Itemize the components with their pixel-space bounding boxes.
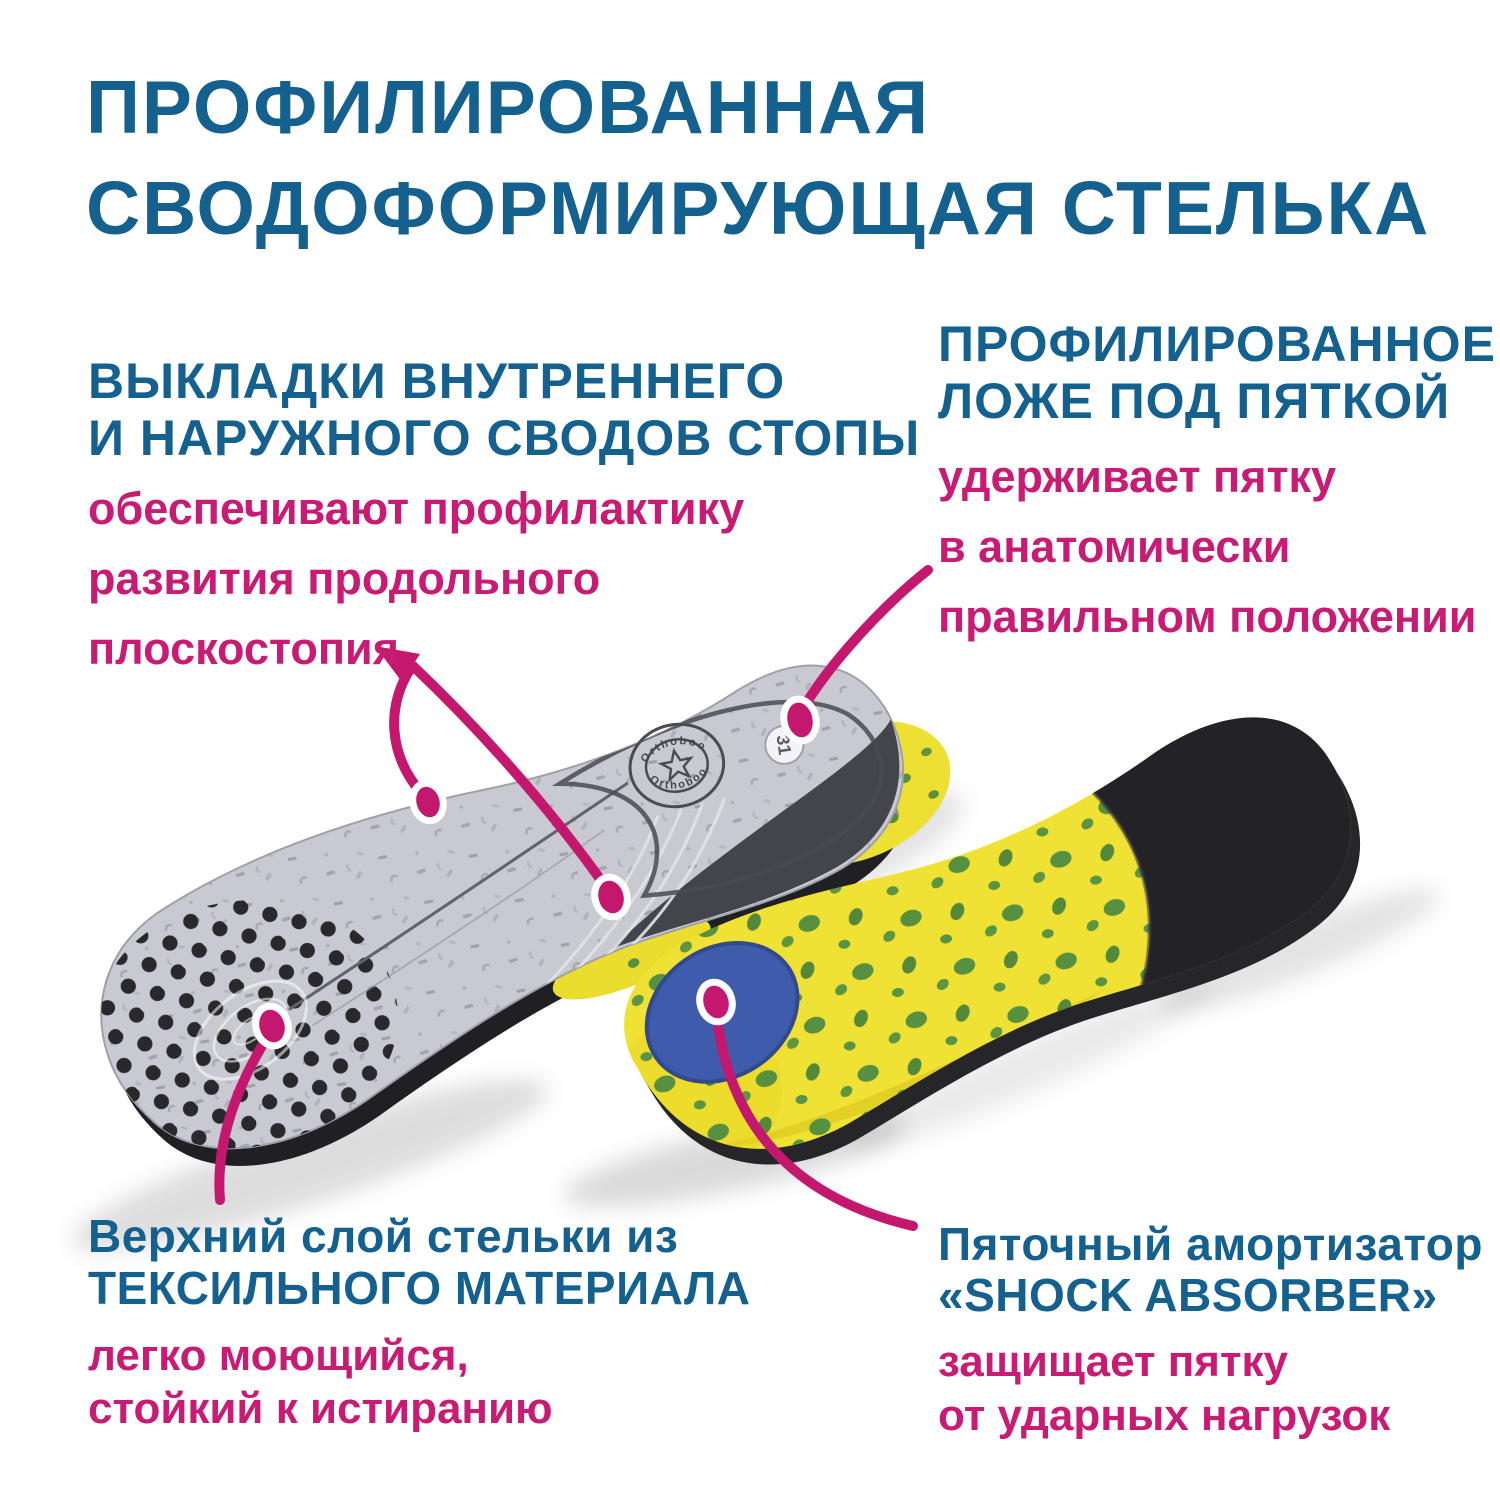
top-layer-desc-line-1: легко моющийся, bbox=[88, 1331, 469, 1380]
main-title-line-1: ПРОФИЛИРОВАННАЯ bbox=[86, 65, 931, 149]
heel-bed-heading-line-1: ПРОФИЛИРОВАННОЕ bbox=[938, 316, 1496, 372]
top-layer-desc-line-2: стойкий к истиранию bbox=[88, 1384, 553, 1433]
arch-pads-heading-line-1: ВЫКЛАДКИ ВНУТРЕННЕГО bbox=[88, 353, 786, 409]
callout-dot-arch-outer bbox=[591, 873, 631, 921]
stamp-star-icon bbox=[657, 747, 694, 783]
shock-absorber-desc-line-2: от ударных нагрузок bbox=[938, 1391, 1391, 1440]
shock-absorber-heading-line-2: «SHOCK ABSORBER» bbox=[938, 1269, 1438, 1321]
callout-dot-heel-bed bbox=[780, 695, 820, 745]
callout-line-arch-inner bbox=[389, 663, 433, 805]
arch-pads-desc-line-2: развития продольного bbox=[88, 553, 601, 604]
callout-dots bbox=[252, 695, 820, 1050]
callout-line-arch-outer bbox=[408, 661, 615, 898]
heel-bed-desc-line-2: в анатомически bbox=[938, 521, 1291, 572]
arrow-head-icon bbox=[375, 646, 420, 682]
toe-grip-dots bbox=[98, 900, 399, 1155]
top-layer-heading-line-2: ТЕКСИЛЬНОГО МАТЕРИАЛА bbox=[88, 1262, 751, 1314]
midsole-yellow-sliver bbox=[552, 917, 711, 1000]
callout-dot-top-layer bbox=[252, 1002, 292, 1050]
callout-line-top-layer bbox=[214, 1023, 278, 1205]
callout-dot-arch-inner bbox=[409, 779, 447, 825]
callout-dot-shock-absorber bbox=[696, 978, 736, 1026]
top-layer-heading-line-1: Верхний слой стельки из bbox=[88, 1210, 679, 1262]
arch-pads-desc-line-1: обеспечивают профилактику bbox=[88, 483, 745, 534]
arch-pads-desc-line-3: плоскостопия bbox=[88, 623, 399, 674]
heel-bed-desc-line-3: правильном положении bbox=[938, 591, 1477, 642]
arch-pads-heading-line-2: И НАРУЖНОГО СВОДОВ СТОПЫ bbox=[88, 410, 921, 466]
heel-bed-heading-line-2: ЛОЖЕ ПОД ПЯТКОЙ bbox=[938, 373, 1451, 429]
callout-line-shock-absorber bbox=[711, 1000, 918, 1231]
shock-absorber-desc-line-1: защищает пятку bbox=[938, 1337, 1289, 1386]
callout-overlay bbox=[214, 565, 933, 1231]
callout-line-heel-bed bbox=[796, 565, 933, 717]
heel-cup-outline bbox=[551, 699, 884, 899]
heel-bed-desc-line-1: удерживает пятку bbox=[938, 451, 1337, 502]
gray-insole-top-view: Orthoboom Orthoboom 31 bbox=[58, 608, 961, 1210]
shock-absorber-heading-line-1: Пяточный амортизатор bbox=[938, 1218, 1483, 1270]
main-title-line-2: СВОДОФОРМИРУЮЩАЯ СТЕЛЬКА bbox=[86, 166, 1431, 250]
